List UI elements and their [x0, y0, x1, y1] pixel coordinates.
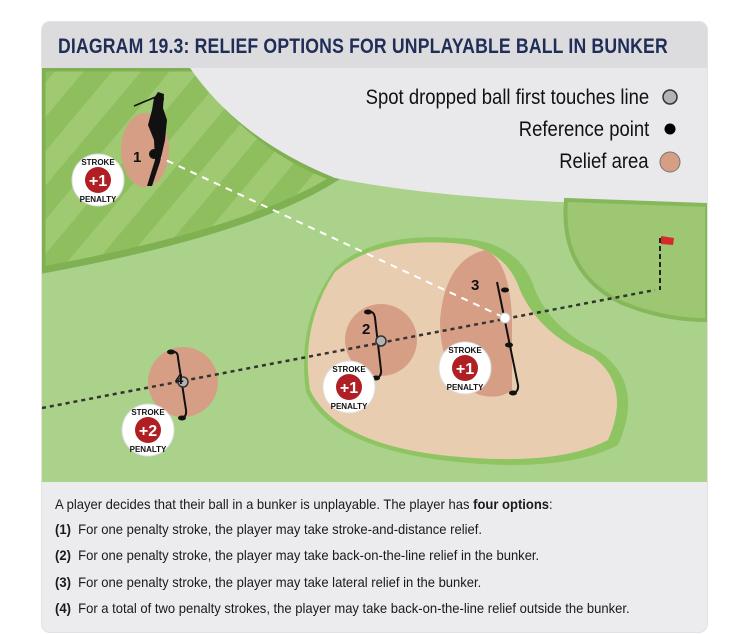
diagram-card: DIAGRAM 19.3: RELIEF OPTIONS FOR UNPLAYA… [42, 22, 707, 632]
badge-bottom-text: PENALTY [331, 402, 368, 411]
header: DIAGRAM 19.3: RELIEF OPTIONS FOR UNPLAYA… [42, 22, 707, 68]
option-number-3: 3 [471, 277, 479, 294]
grey-circle-icon [662, 89, 678, 105]
description-intro: A player decides that their ball in a bu… [55, 496, 553, 512]
black-dot-icon [664, 123, 676, 135]
golfer-icon [133, 92, 167, 186]
legend-reference-point: Reference point [518, 118, 649, 141]
badge-bottom-text: PENALTY [447, 383, 484, 392]
badge-bottom-text: PENALTY [130, 445, 167, 454]
putting-green [563, 197, 707, 323]
course-diagram: 1 2 3 4 STROKE+1PENALTYSTROKE+1PENALTYST… [42, 68, 707, 482]
club-heads [167, 287, 517, 421]
option-item-1: (1) For one penalty stroke, the player m… [55, 521, 482, 537]
badge-top-text: STROKE [131, 408, 165, 417]
badge-top-text: STROKE [332, 365, 366, 374]
relief-area-icon [659, 151, 681, 173]
ball-in-bunker [499, 312, 511, 324]
back-on-line [42, 288, 656, 410]
option-number-2: 2 [362, 321, 370, 338]
legend-area [190, 68, 707, 205]
option-number-4: 4 [175, 371, 184, 388]
badge-top-text: STROKE [448, 346, 482, 355]
badge-value: +2 [139, 423, 157, 440]
legend-relief-area: Relief area [559, 150, 649, 173]
diagram-title: DIAGRAM 19.3: RELIEF OPTIONS FOR UNPLAYA… [58, 35, 668, 58]
legend-drop-spot: Spot dropped ball first touches line [365, 86, 649, 109]
badge-top-text: STROKE [81, 158, 115, 167]
option-item-3: (3) For one penalty stroke, the player m… [55, 574, 482, 590]
drop-spot-4 [177, 376, 189, 388]
drop-spot-2 [375, 335, 387, 347]
option-item-4: (4) For a total of two penalty strokes, … [55, 600, 630, 616]
badge-value: +1 [89, 173, 107, 190]
flag-icon [661, 236, 674, 245]
badge-value: +1 [340, 380, 358, 397]
badge-value: +1 [456, 361, 474, 378]
option-number-1: 1 [133, 149, 141, 166]
option-item-2: (2) For one penalty stroke, the player m… [55, 547, 540, 563]
badge-bottom-text: PENALTY [80, 195, 117, 204]
